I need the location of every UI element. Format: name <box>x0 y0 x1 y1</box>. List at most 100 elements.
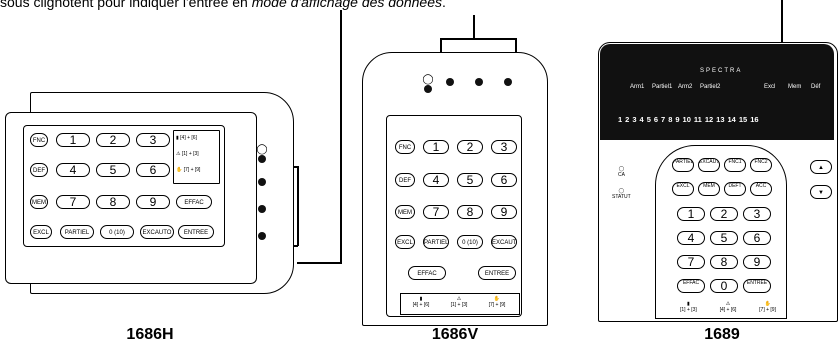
zone-5: 5 <box>646 115 651 124</box>
key-9-v[interactable]: 9 <box>491 205 517 219</box>
key-3-v[interactable]: 3 <box>491 140 517 154</box>
legend-text-1689-1: [1] + [3] <box>680 307 697 313</box>
zone-12: 12 <box>704 115 714 124</box>
key-entree[interactable]: ENTREE <box>178 225 214 239</box>
key-1689-excauto[interactable]: EXCAUTO <box>698 158 720 172</box>
caption-emphasis: mode d'affichage des données <box>251 0 442 10</box>
key-8[interactable]: 8 <box>96 195 130 209</box>
zone-9: 9 <box>675 115 680 124</box>
zone-13: 13 <box>716 115 725 124</box>
zone-15: 15 <box>738 115 748 124</box>
side-label-ca-text: CA <box>618 172 625 178</box>
key-7[interactable]: 7 <box>56 195 90 209</box>
model-label-1689: 1689 <box>704 326 740 343</box>
led-label-excl: Excl <box>764 84 776 90</box>
key-entree-v[interactable]: ENTREE <box>478 266 516 280</box>
partial-led <box>258 232 266 240</box>
key-1[interactable]: 1 <box>56 133 90 147</box>
key-2-v[interactable]: 2 <box>457 140 483 154</box>
legend-text-v-2: [1] + [3] <box>450 302 468 308</box>
caption-text: sous clignotent pour indiquer l'entrée e… <box>0 0 446 10</box>
legend-text-1686h-3: [7] + [9] <box>183 167 201 173</box>
key-fnc-v[interactable]: FNC <box>395 140 415 154</box>
key-1689-8[interactable]: 8 <box>710 255 738 269</box>
key-1689-entree[interactable]: ENTREE <box>743 279 771 293</box>
key-1689-7[interactable]: 7 <box>677 255 705 269</box>
key-1689-excl[interactable]: EXCL <box>672 182 694 196</box>
key-1689-1[interactable]: 1 <box>677 207 705 221</box>
status-led-v <box>446 78 454 86</box>
legend-1689-3: ✋[7] + [9] <box>759 301 776 317</box>
key-1689-fnc2[interactable]: FNC2 <box>750 158 772 172</box>
key-1689-9[interactable]: 9 <box>743 255 771 269</box>
key-1689-2[interactable]: 2 <box>710 207 738 221</box>
key-1689-4[interactable]: 4 <box>677 231 705 245</box>
leader-line-1689 <box>781 0 783 57</box>
key-mem[interactable]: MEM <box>30 195 48 209</box>
key-excl[interactable]: EXCL <box>30 225 52 239</box>
key-6-v[interactable]: 6 <box>491 173 517 187</box>
brand-logo: SPECTRA <box>700 68 743 74</box>
key-0[interactable]: 0 (10) <box>100 225 134 239</box>
armed-led-v <box>475 78 483 86</box>
key-4-v[interactable]: 4 <box>423 173 449 187</box>
key-1689-3[interactable]: 3 <box>743 207 771 221</box>
ac-led-v <box>424 85 432 93</box>
legend-text-1689-2: [4] + [6] <box>719 307 737 313</box>
zone-1: 1 <box>618 115 623 124</box>
key-effac[interactable]: EFFAC <box>176 195 212 209</box>
zone-10: 10 <box>682 115 691 124</box>
key-7-v[interactable]: 7 <box>423 205 449 219</box>
legend-text-v-1: [4] + [6] <box>412 302 430 308</box>
caption-prefix: sous clignotent pour indiquer l'entrée e… <box>0 0 252 10</box>
key-1689-5[interactable]: 5 <box>710 231 738 245</box>
key-excauto[interactable]: EXCAUTO <box>140 225 174 239</box>
scroll-up-button[interactable]: ▲ <box>810 160 832 174</box>
key-1689-deft[interactable]: DEFT <box>724 182 746 196</box>
key-1-v[interactable]: 1 <box>423 140 449 154</box>
legend-text-1686h-2: [1] + [3] <box>181 151 199 157</box>
legend-item-v-2: ⚠[1] + [3] <box>443 296 475 308</box>
key-1689-6[interactable]: 6 <box>743 231 771 245</box>
key-1689-partiel[interactable]: PARTIEL <box>672 158 694 172</box>
zone-14: 14 <box>727 115 736 124</box>
status-led <box>258 178 266 186</box>
led-labels-1689: Arm1 Partiel1 Arm2 Partiel2 Excl Mem Déf <box>630 84 830 96</box>
key-1689-mem[interactable]: MEM <box>698 182 720 196</box>
legend-1689-1: ▮[1] + [3] <box>680 301 697 317</box>
armed-led <box>258 205 266 213</box>
zone-4: 4 <box>639 115 644 124</box>
legend-text-1686h-1: [4] + [6] <box>180 135 197 141</box>
key-5-v[interactable]: 5 <box>457 173 483 187</box>
key-partiel-v[interactable]: PARTIEL <box>423 235 449 249</box>
key-1689-0[interactable]: 0 <box>710 279 738 293</box>
warning-icon: ⚠ <box>176 151 181 157</box>
side-label-statut: ◯STATUT <box>612 188 631 200</box>
key-mem-v[interactable]: MEM <box>395 205 415 219</box>
key-excl-v[interactable]: EXCL <box>395 235 415 249</box>
key-1689-fnc1[interactable]: FNC1 <box>724 158 746 172</box>
key-def-v[interactable]: DEF <box>395 173 415 187</box>
side-label-statut-text: STATUT <box>612 194 631 200</box>
key-2[interactable]: 2 <box>96 133 130 147</box>
key-fnc[interactable]: FNC <box>30 133 48 147</box>
key-4[interactable]: 4 <box>56 163 90 177</box>
key-def[interactable]: DEF <box>30 163 48 177</box>
scroll-down-button[interactable]: ▼ <box>810 185 832 199</box>
leader-line-1686v <box>473 15 475 39</box>
power-led-icon: ◯ <box>256 144 268 155</box>
key-excauto-v[interactable]: EXCAUTO <box>491 235 517 249</box>
key-partiel[interactable]: PARTIEL <box>60 225 94 239</box>
key-8-v[interactable]: 8 <box>457 205 483 219</box>
key-effac-v[interactable]: EFFAC <box>408 266 446 280</box>
key-9[interactable]: 9 <box>136 195 170 209</box>
hand-icon: ✋ <box>764 301 771 307</box>
key-6[interactable]: 6 <box>136 163 170 177</box>
legend-row-1686h-3: ✋ [7] + [9] <box>176 167 200 173</box>
key-1689-acc[interactable]: ACC <box>750 182 772 196</box>
key-1689-effac[interactable]: EFFAC <box>677 279 705 293</box>
key-0-v[interactable]: 0 (10) <box>457 235 483 249</box>
key-3[interactable]: 3 <box>136 133 170 147</box>
ac-led <box>258 155 266 163</box>
key-5[interactable]: 5 <box>96 163 130 177</box>
